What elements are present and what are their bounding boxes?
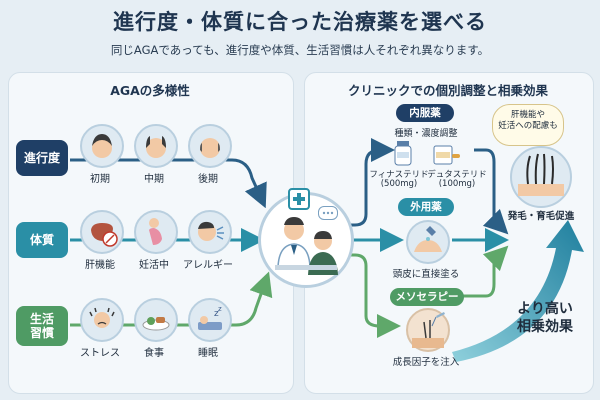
food-label: 食事 xyxy=(144,348,164,359)
dutasteride-bottle-icon xyxy=(432,142,462,166)
hair-growth-icon xyxy=(510,146,572,208)
mesotherapy-injection-icon xyxy=(406,308,450,352)
consideration-text: 肝機能や 妊活への配慮も xyxy=(498,110,558,131)
stress-icon xyxy=(80,298,124,342)
topical-caption: 頭皮に直接塗る xyxy=(392,269,460,280)
svg-text:z: z xyxy=(214,309,219,319)
consideration-bubble: 肝機能や 妊活への配慮も xyxy=(492,104,564,146)
left-panel-title: AGAの多様性 xyxy=(110,83,190,98)
finasteride-name: フィナステリド xyxy=(369,170,429,180)
pregnant-label: 妊活中 xyxy=(139,260,169,271)
mesotherapy-caption: 成長因子を注入 xyxy=(392,357,460,368)
late-stage-icon xyxy=(188,124,232,168)
speech-bubble-icon xyxy=(318,206,338,220)
allergy-icon xyxy=(188,210,232,254)
early-stage-label: 初期 xyxy=(90,174,110,185)
middle-stage-label: 中期 xyxy=(144,174,164,185)
topical-application-icon xyxy=(406,220,450,264)
middle-stage-icon xyxy=(134,124,178,168)
svg-text:z: z xyxy=(218,305,222,313)
doctor-consultation-icon xyxy=(258,192,354,288)
stress-label: ストレス xyxy=(80,348,120,359)
liver-icon xyxy=(80,210,124,254)
synergy-arrow xyxy=(452,220,584,362)
right-panel-title: クリニックでの個別調整と相乗効果 xyxy=(347,83,548,98)
food-icon xyxy=(134,298,178,342)
oral-medicine-label: 内服薬 xyxy=(396,104,454,122)
liver-label: 肝機能 xyxy=(85,260,115,271)
sleep-label: 睡眠 xyxy=(198,348,218,359)
finasteride-bottle-icon xyxy=(390,140,416,166)
row-label-progress: 進行度 xyxy=(16,140,68,176)
row-label-lifestyle: 生活 習慣 xyxy=(16,306,68,346)
page-title: 進行度・体質に合った治療薬を選べる xyxy=(113,10,487,34)
result-caption: 発毛・育毛促進 xyxy=(507,211,575,222)
dutasteride-dose: (100mg) xyxy=(438,179,476,189)
row-label-constitution: 体質 xyxy=(16,222,68,258)
mesotherapy-label: メソセラピー xyxy=(390,288,464,306)
early-stage-icon xyxy=(80,124,124,168)
page-subtitle: 同じAGAであっても、進行度や体質、生活習慣は人それぞれ異なります。 xyxy=(110,43,490,57)
synergy-text: より高い 相乗効果 xyxy=(517,301,573,335)
finasteride-dose: (500mg) xyxy=(380,179,418,189)
topical-medicine-label: 外用薬 xyxy=(398,198,454,216)
dutasteride-name: デュタステリド xyxy=(427,170,487,180)
oral-medicine-subtitle: 種類・濃度調整 xyxy=(394,129,458,139)
late-stage-label: 後期 xyxy=(198,174,218,185)
medical-cross-icon xyxy=(288,188,310,210)
pregnant-icon xyxy=(134,210,178,254)
allergy-label: アレルギー xyxy=(183,260,233,271)
